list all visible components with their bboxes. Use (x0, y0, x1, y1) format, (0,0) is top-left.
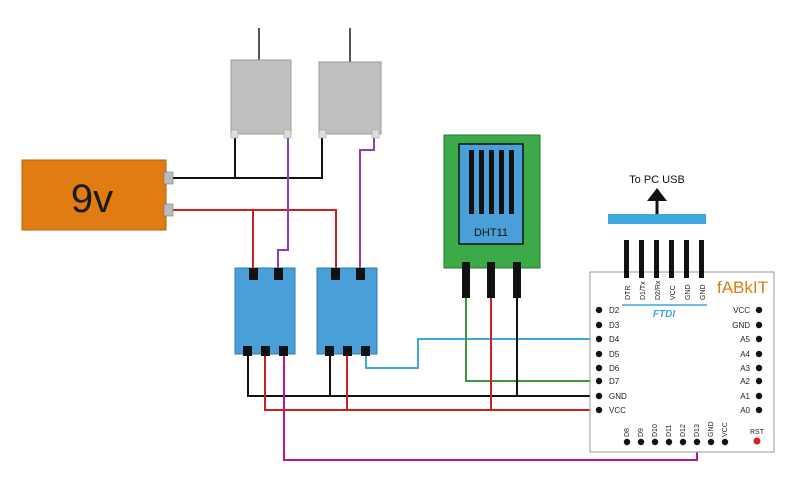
ftdi-pin-label: VCC (670, 285, 677, 300)
ftdi-pin-label: GND (685, 284, 692, 300)
board-title: fABkIT (717, 278, 768, 297)
battery-label: 9v (71, 177, 113, 221)
wires (172, 134, 698, 461)
bottom-pin-label: VCC (722, 422, 729, 437)
usb-label: To PC USB (629, 174, 685, 186)
sensor-grid (469, 150, 514, 214)
left-pin-label: VCC (609, 406, 626, 415)
bottom-pins: D8 D9 D10 D11 D12 D13 GND VCC (623, 421, 729, 446)
dht11-sensor: DHT11 (443, 134, 541, 298)
motor-2 (318, 28, 382, 139)
rst-label: RST (750, 429, 765, 436)
left-pin-label: D6 (609, 364, 620, 373)
left-pin-label: D7 (609, 377, 620, 386)
ftdi-label: FTDI (653, 309, 675, 320)
right-pin-label: A3 (740, 364, 750, 373)
wire-motor2-relay2 (359, 134, 375, 270)
ftdi-pin-label: D1/Tx (640, 281, 647, 300)
wire-gnd-bus (247, 352, 597, 397)
left-pin-label: GND (609, 392, 627, 401)
wire-vcc-bus (264, 352, 597, 411)
left-pins: D2 D3 D4 D5 D6 D7 GND VCC (595, 306, 627, 415)
right-pin-label: A2 (740, 377, 750, 386)
left-pin-label: D2 (609, 306, 620, 315)
fabkit-board: fABkIT DTR D1/Tx D2/Rx VCC GND GND FTDI (589, 240, 775, 453)
usb-bar (608, 214, 706, 224)
wire-battery-negative (172, 134, 323, 179)
right-pin-label: A0 (740, 406, 750, 415)
ftdi-pin-label: GND (700, 284, 707, 300)
motor-1 (230, 28, 292, 139)
ftdi-pin-label: D2/Rx (655, 280, 662, 300)
left-pin-label: D3 (609, 321, 620, 330)
ftdi-pin-labels: DTR D1/Tx D2/Rx VCC GND GND (625, 280, 707, 300)
relay-1 (234, 267, 296, 356)
battery: 9v (21, 159, 174, 231)
right-pin-label: A4 (740, 350, 750, 359)
right-pin-label: GND (732, 321, 750, 330)
wire-relay2-d4 (365, 338, 597, 369)
relay-2 (316, 267, 378, 356)
usb-connection: To PC USB (608, 174, 706, 224)
bottom-pin-label: D8 (624, 428, 631, 437)
bottom-pin-label: D11 (666, 425, 673, 437)
bottom-pin-label: GND (708, 421, 715, 437)
bottom-pin-label: D9 (638, 428, 645, 437)
right-pin-label: VCC (733, 306, 750, 315)
bottom-pin-label: D13 (694, 424, 701, 437)
left-pin-label: D5 (609, 350, 620, 359)
bottom-pin-label: D10 (652, 424, 659, 437)
ftdi-pin-label: DTR (625, 286, 632, 300)
right-pin-label: A1 (740, 392, 750, 401)
right-pin-label: A5 (740, 335, 750, 344)
wire-dht-data-d7 (465, 295, 597, 382)
reset-button: RST (750, 429, 765, 445)
right-pins: VCC GND A5 A4 A3 A2 A1 A0 (732, 306, 763, 415)
wire-motor1-relay1 (277, 134, 289, 270)
wire-battery-positive (172, 209, 337, 270)
bottom-pin-label: D12 (680, 424, 687, 437)
left-pin-label: D4 (609, 335, 620, 344)
sensor-label: DHT11 (474, 227, 508, 239)
ftdi-header (624, 240, 704, 278)
